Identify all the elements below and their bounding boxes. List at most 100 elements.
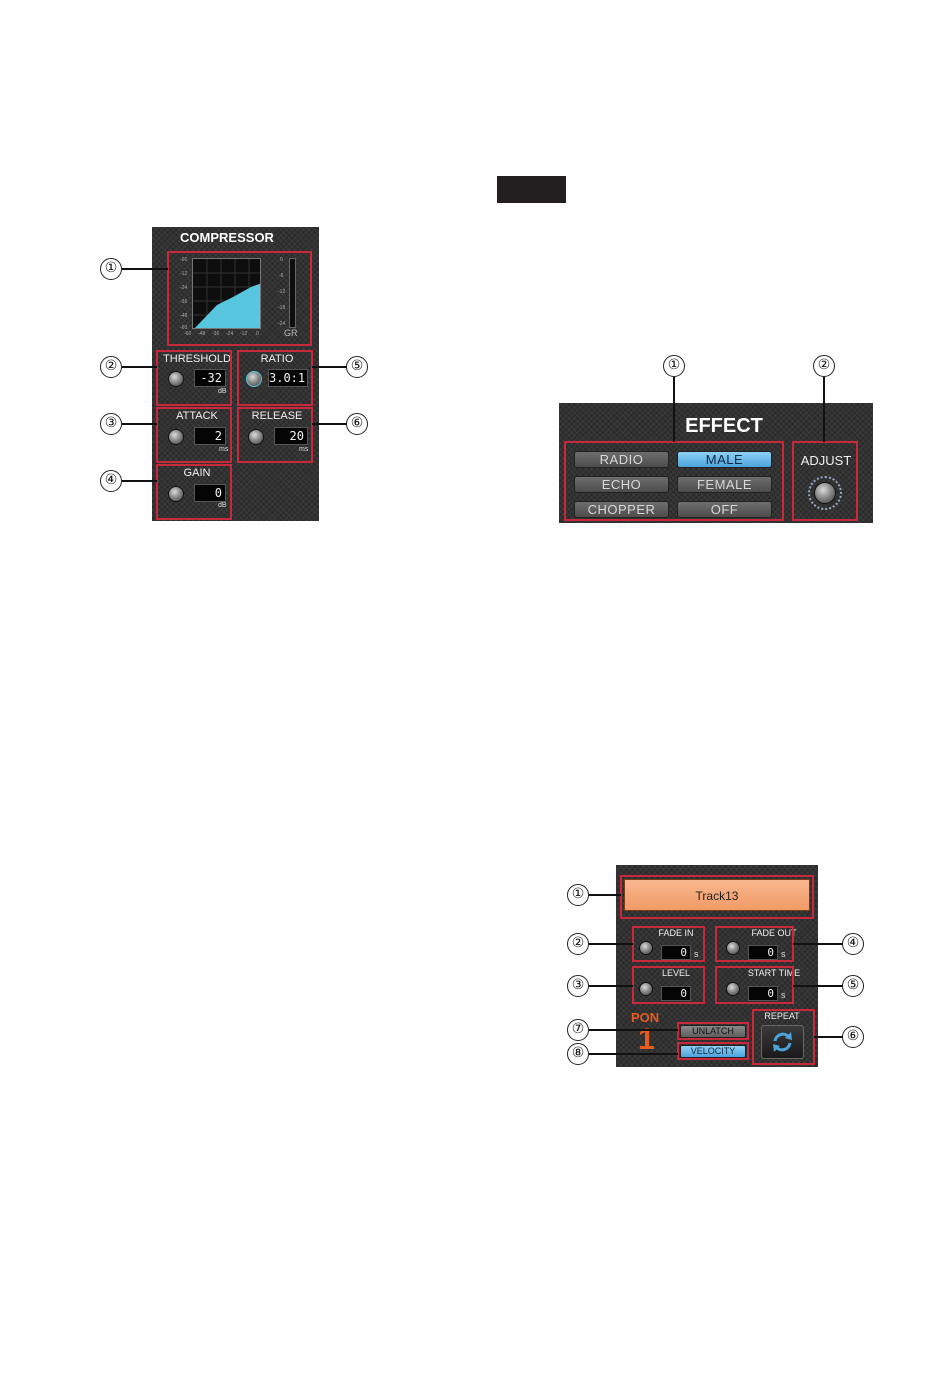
effect-echo-button[interactable]: ECHO — [574, 476, 669, 493]
velocity-button[interactable]: VELOCITY — [680, 1045, 746, 1058]
adjust-knob-ring — [808, 476, 842, 510]
fade-out-knob[interactable] — [726, 941, 740, 955]
callout-7: ⑦ — [567, 1019, 589, 1041]
attack-knob[interactable] — [168, 429, 184, 445]
fade-in-value[interactable]: 0 — [661, 945, 691, 960]
graph-left-tick: -48 — [180, 313, 188, 319]
effect-male-button[interactable]: MALE — [677, 451, 772, 468]
callout-line — [793, 985, 843, 987]
effect-female-button[interactable]: FEMALE — [677, 476, 772, 493]
highlight-level — [632, 966, 705, 1004]
callout-6: ⑥ — [842, 1026, 864, 1048]
threshold-label: THRESHOLD — [163, 353, 231, 365]
highlight-repeat — [752, 1009, 815, 1065]
gr-tick: -24 — [278, 321, 286, 327]
level-label: LEVEL — [661, 968, 691, 978]
callout-line — [589, 985, 633, 987]
graph-bottom-tick: -48 — [198, 331, 206, 337]
highlight-release — [237, 407, 313, 463]
unlatch-button[interactable]: UNLATCH — [680, 1025, 746, 1038]
ratio-value[interactable]: 3.0:1 — [268, 369, 308, 387]
gr-tick: 0 — [280, 257, 283, 263]
graph-bottom-tick: -12 — [240, 331, 248, 337]
track-name-display[interactable]: Track13 — [624, 879, 810, 911]
threshold-unit: dB — [218, 388, 227, 395]
highlight-track — [620, 875, 814, 919]
threshold-value[interactable]: -32 — [194, 369, 226, 387]
callout-line — [589, 1029, 678, 1031]
gain-label: GAIN — [183, 467, 211, 479]
effect-radio-button[interactable]: RADIO — [574, 451, 669, 468]
fade-in-knob[interactable] — [639, 941, 653, 955]
callout-line — [793, 943, 843, 945]
level-value[interactable]: 0 — [661, 986, 691, 1001]
callout-4: ④ — [100, 470, 122, 492]
gr-tick: -18 — [278, 305, 286, 311]
start-time-unit: s — [781, 990, 786, 1000]
callout-2: ② — [567, 933, 589, 955]
callout-3: ③ — [567, 975, 589, 997]
track-name: Track13 — [695, 889, 739, 903]
graph-left-tick: -60 — [180, 325, 188, 331]
highlight-effect-buttons — [564, 441, 784, 521]
level-knob[interactable] — [639, 982, 653, 996]
callout-4: ④ — [842, 933, 864, 955]
effect-chopper-button[interactable]: CHOPPER — [574, 501, 669, 518]
ratio-knob[interactable] — [246, 371, 262, 387]
callout-line — [122, 480, 157, 482]
highlight-threshold — [156, 350, 232, 406]
attack-label: ATTACK — [176, 410, 218, 422]
start-time-label: START TIME — [747, 968, 801, 978]
effect-title: EFFECT — [685, 415, 763, 437]
highlight-unlatch — [677, 1022, 749, 1040]
callout-3: ③ — [100, 413, 122, 435]
compressor-graph — [192, 258, 261, 329]
compressor-curve — [193, 259, 260, 328]
graph-bottom-tick: 0 — [256, 331, 259, 337]
repeat-button[interactable] — [761, 1025, 804, 1059]
callout-2: ② — [100, 356, 122, 378]
callout-line — [589, 894, 621, 896]
unlatch-label: UNLATCH — [692, 1026, 734, 1036]
callout-line — [589, 943, 633, 945]
release-value[interactable]: 20 — [274, 427, 308, 445]
graph-left-tick: -24 — [180, 285, 188, 291]
callout-5: ⑤ — [842, 975, 864, 997]
compressor-panel: COMPRESSOR -60 -12 -24 -36 -48 -60 -60 -… — [152, 227, 319, 521]
fade-in-label: FADE IN — [658, 928, 694, 938]
release-knob[interactable] — [248, 429, 264, 445]
gain-value[interactable]: 0 — [194, 484, 226, 502]
gain-unit: dB — [218, 502, 227, 509]
adjust-knob[interactable] — [814, 482, 836, 504]
callout-line — [589, 1053, 678, 1055]
highlight-fade-in — [632, 926, 705, 962]
callout-line — [122, 268, 168, 270]
gr-tick: -6 — [279, 273, 284, 279]
effect-off-button[interactable]: OFF — [677, 501, 772, 518]
threshold-knob[interactable] — [168, 371, 184, 387]
highlight-adjust — [792, 441, 858, 521]
fade-out-value[interactable]: 0 — [748, 945, 778, 960]
callout-line — [673, 377, 675, 442]
start-time-value[interactable]: 0 — [748, 986, 778, 1001]
highlight-fade-out — [715, 926, 794, 962]
graph-bottom-tick: -36 — [212, 331, 220, 337]
graph-bottom-tick: -60 — [184, 331, 192, 337]
compressor-title: COMPRESSOR — [180, 230, 274, 245]
release-label: RELEASE — [251, 410, 303, 422]
ratio-label: RATIO — [260, 353, 294, 365]
gain-knob[interactable] — [168, 486, 184, 502]
callout-line — [122, 366, 157, 368]
attack-value[interactable]: 2 — [194, 427, 226, 445]
highlight-graph — [167, 251, 312, 346]
graph-left-tick: -60 — [180, 257, 188, 263]
callout-line — [122, 423, 157, 425]
graph-bottom-tick: -24 — [226, 331, 234, 337]
start-time-knob[interactable] — [726, 982, 740, 996]
callout-line — [312, 423, 347, 425]
velocity-label: VELOCITY — [690, 1046, 736, 1056]
highlight-start-time — [715, 966, 794, 1004]
callout-line — [814, 1036, 843, 1038]
highlight-attack — [156, 407, 232, 463]
pad-group-label: PON — [631, 1010, 660, 1025]
